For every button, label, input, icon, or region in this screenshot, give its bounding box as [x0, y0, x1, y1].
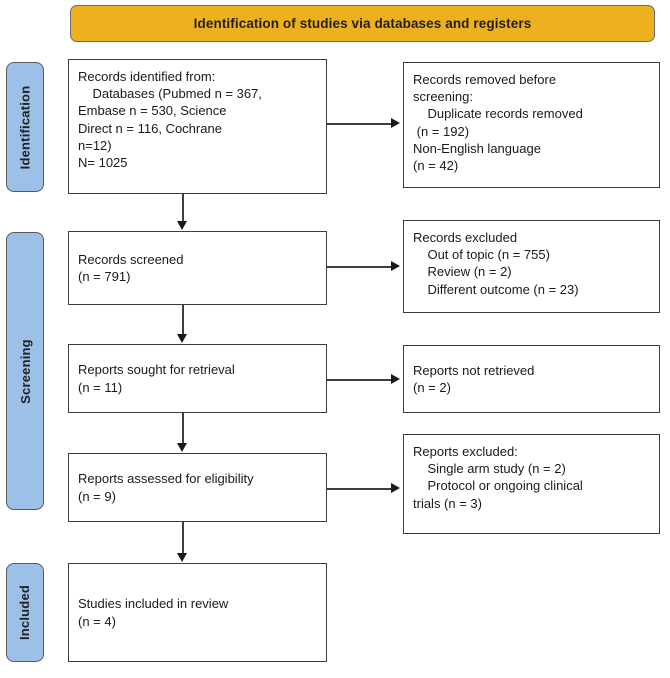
box-records-identified-text: Records identified from: Databases (Pubm…	[78, 69, 262, 171]
box-reports-excluded: Reports excluded: Single arm study (n = …	[403, 434, 660, 534]
phase-tab-screening-label: Screening	[17, 338, 33, 404]
box-studies-included-in-review: Studies included in review (n = 4)	[68, 563, 327, 662]
arrowhead-identified-to-screened	[177, 221, 187, 230]
page-title: Identification of studies via databases …	[193, 16, 532, 31]
arrowhead-sought-to-not-retrieved	[391, 374, 400, 384]
box-records-identified: Records identified from: Databases (Pubm…	[68, 59, 327, 194]
diagram-title-banner: Identification of studies via databases …	[70, 5, 655, 42]
box-reports-assessed-for-eligibility-text: Reports assessed for eligibility (n = 9)	[78, 471, 254, 504]
connector-screened-to-excluded	[327, 266, 391, 268]
arrowhead-screened-to-excluded	[391, 261, 400, 271]
phase-tab-screening: Screening	[6, 232, 44, 510]
box-records-excluded-text: Records excluded Out of topic (n = 755) …	[413, 230, 579, 297]
connector-screened-to-sought	[182, 305, 184, 335]
arrowhead-assessed-to-included	[177, 553, 187, 562]
arrowhead-identified-to-removed	[391, 118, 400, 128]
arrowhead-screened-to-sought	[177, 334, 187, 343]
phase-tab-included-label: Included	[17, 584, 33, 641]
box-records-screened-text: Records screened (n = 791)	[78, 251, 184, 284]
phase-tab-identification: Identification	[6, 62, 44, 192]
connector-identified-to-removed	[327, 123, 391, 125]
arrowhead-assessed-to-excluded	[391, 483, 400, 493]
box-reports-sought-for-retrieval-text: Reports sought for retrieval (n = 11)	[78, 362, 235, 395]
phase-tab-included: Included	[6, 563, 44, 662]
connector-identified-to-screened	[182, 194, 184, 222]
connector-assessed-to-excluded	[327, 488, 391, 490]
box-reports-not-retrieved-text: Reports not retrieved (n = 2)	[413, 362, 535, 395]
connector-sought-to-assessed	[182, 413, 184, 444]
phase-tab-identification-label: Identification	[17, 85, 33, 169]
connector-sought-to-not-retrieved	[327, 379, 391, 381]
box-records-removed-before-screening: Records removed before screening: Duplic…	[403, 62, 660, 188]
box-reports-sought-for-retrieval: Reports sought for retrieval (n = 11)	[68, 344, 327, 413]
box-studies-included-in-review-text: Studies included in review (n = 4)	[78, 596, 229, 629]
connector-assessed-to-included	[182, 522, 184, 554]
box-records-removed-before-screening-text: Records removed before screening: Duplic…	[413, 72, 583, 174]
box-reports-not-retrieved: Reports not retrieved (n = 2)	[403, 345, 660, 413]
box-records-excluded: Records excluded Out of topic (n = 755) …	[403, 220, 660, 313]
arrowhead-sought-to-assessed	[177, 443, 187, 452]
box-reports-assessed-for-eligibility: Reports assessed for eligibility (n = 9)	[68, 453, 327, 522]
box-reports-excluded-text: Reports excluded: Single arm study (n = …	[413, 444, 583, 511]
box-records-screened: Records screened (n = 791)	[68, 231, 327, 305]
